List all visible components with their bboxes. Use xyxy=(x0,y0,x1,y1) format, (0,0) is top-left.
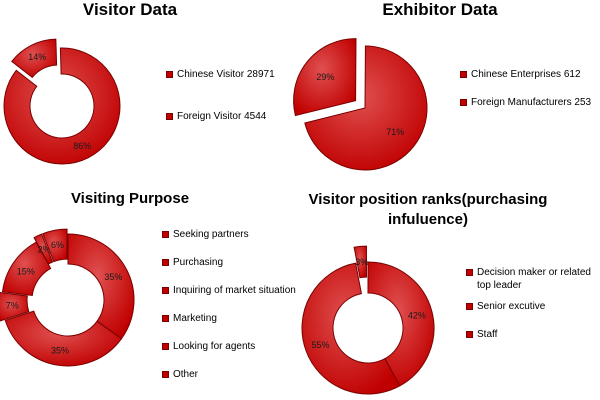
legend-label: Senior excutive xyxy=(477,301,546,312)
data-label: 35% xyxy=(104,272,122,282)
legend-swatch xyxy=(460,71,467,78)
data-label: 15% xyxy=(17,266,35,276)
legend-swatch xyxy=(162,371,169,378)
data-label: 71% xyxy=(386,127,404,137)
legend-swatch xyxy=(460,99,467,106)
legend-swatch xyxy=(166,113,173,120)
data-label: 86% xyxy=(73,141,91,151)
legend-label: Chinese Enterprises 612 xyxy=(471,69,581,80)
legend-label: Inquiring of market situation xyxy=(173,285,296,296)
legend-swatch xyxy=(466,331,473,338)
data-label: 42% xyxy=(408,310,426,320)
chart-title: Visiting Purpose xyxy=(70,190,190,207)
slice-seeking-partners xyxy=(67,233,135,340)
legend-label: Decision maker or related top leader xyxy=(477,267,591,291)
legend-swatch xyxy=(162,343,169,350)
legend-swatch xyxy=(466,269,473,276)
slice-foreign-manufacturers-253 xyxy=(293,38,357,117)
data-label: 14% xyxy=(28,52,46,62)
legend-label: Staff xyxy=(477,329,498,340)
legend-label: Foreign Manufacturers 253 xyxy=(471,97,592,108)
slice-foreign-visitor-4544 xyxy=(11,38,58,79)
chart-title: Visitor Data xyxy=(82,0,178,19)
slice-chinese-visitor-28971 xyxy=(3,47,121,165)
legend-swatch xyxy=(466,303,473,310)
data-label: 55% xyxy=(311,340,329,350)
legend-swatch xyxy=(166,71,173,78)
slice-inquiring-of-market-situation xyxy=(0,292,30,322)
legend-swatch xyxy=(162,259,169,266)
visiting-purpose-donut: 35% 35% 7% 15% 2%6% xyxy=(0,228,135,367)
chart-title: Exhibitor Data xyxy=(382,0,498,19)
exhibitor-data-pie: 29% 71% xyxy=(293,38,428,171)
legend-label: Purchasing xyxy=(173,257,224,268)
legend-label: Foreign Visitor 4544 xyxy=(177,111,267,122)
slice-purchasing xyxy=(4,310,123,367)
legend-label: Marketing xyxy=(173,313,217,324)
data-label: 3% xyxy=(355,257,368,267)
data-label: 29% xyxy=(316,72,334,82)
slice-looking-for-agents xyxy=(33,233,54,265)
data-label: 35% xyxy=(51,345,69,355)
chart-title: Visitor position ranks(purchasing infulu… xyxy=(308,191,548,228)
slice-chinese-enterprises-612 xyxy=(304,45,428,171)
data-label: 6% xyxy=(51,240,64,250)
visitor-data-donut: 14% 86% xyxy=(3,38,121,165)
visitor-position-donut: 42% 55% 3% xyxy=(301,245,435,395)
legend-swatch xyxy=(162,287,169,294)
data-label: 7% xyxy=(6,300,19,310)
legend-label: Chinese Visitor 28971 xyxy=(177,69,275,80)
legend-label: Looking for agents xyxy=(173,341,256,352)
slice-decision-maker-or-related-top-leader xyxy=(367,261,435,387)
slice-other xyxy=(42,228,68,263)
legend-label: Seeking partners xyxy=(173,229,249,240)
slice-senior-excutive xyxy=(301,262,401,395)
legend-swatch xyxy=(162,315,169,322)
slice-staff xyxy=(353,245,367,279)
legend-label: Other xyxy=(173,369,199,380)
legend-swatch xyxy=(162,231,169,238)
data-label: 2% xyxy=(38,244,51,254)
